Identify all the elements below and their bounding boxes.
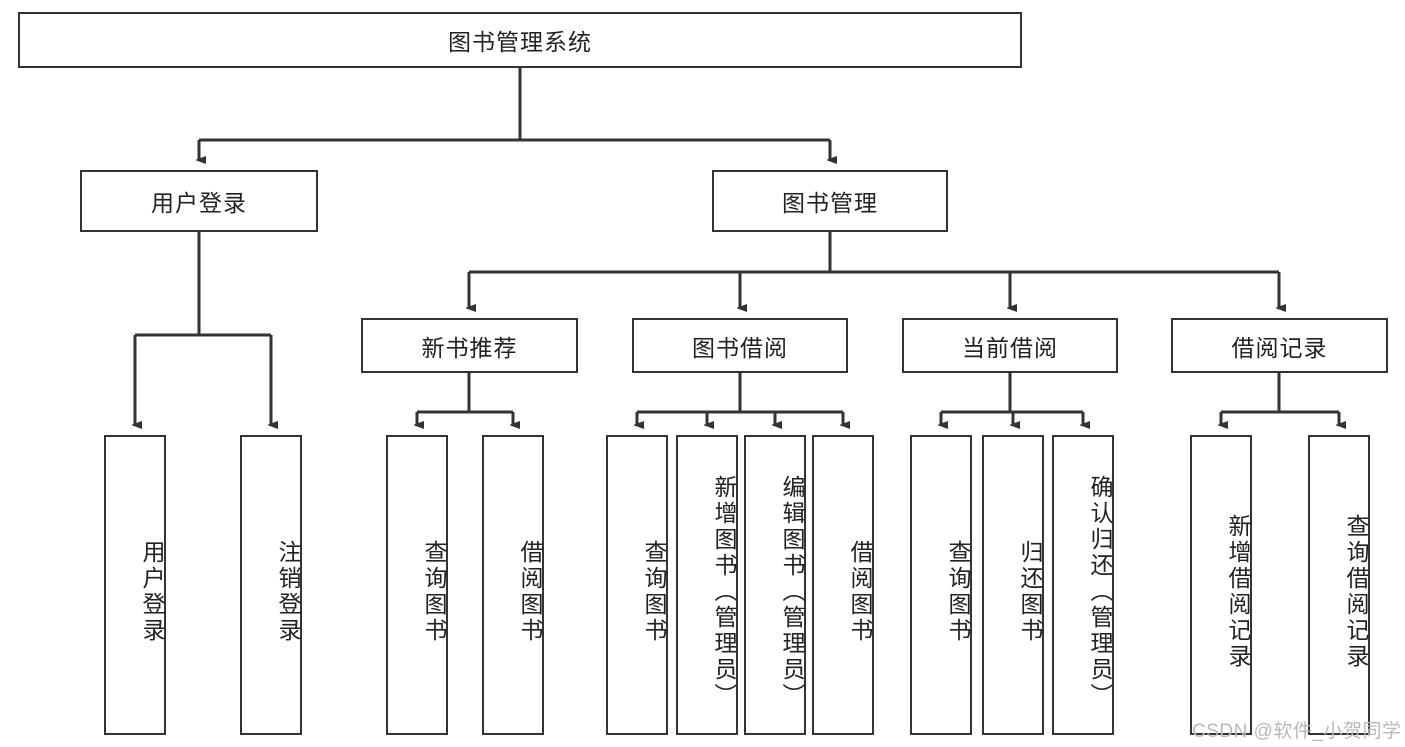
leaf-confirm-return-admin[interactable]: 确认归还（管理员） [1052, 435, 1114, 735]
node-new-book-recommend-label: 新书推荐 [421, 334, 518, 361]
leaf-query-borrow-record[interactable]: 查询借阅记录 [1308, 435, 1370, 735]
leaf-user-login[interactable]: 用户登录 [104, 435, 166, 735]
leaf-logout-label: 注销登录 [275, 540, 301, 644]
node-borrow-records-label: 借阅记录 [1231, 334, 1328, 361]
leaf-query-book-current[interactable]: 查询图书 [910, 435, 972, 735]
node-current-borrow[interactable]: 当前借阅 [902, 318, 1118, 373]
leaf-return-book-label: 归还图书 [1017, 540, 1043, 644]
leaf-query-book-borrow[interactable]: 查询图书 [606, 435, 668, 735]
leaf-query-book-newbook-label: 查询图书 [421, 540, 447, 644]
node-book-borrow-label: 图书借阅 [692, 334, 788, 361]
leaf-add-book-admin-label: 新增图书（管理员） [711, 475, 737, 709]
csdn-watermark: CSDN @软件_小贺同学 [1192, 721, 1402, 742]
node-current-borrow-label: 当前借阅 [962, 334, 1058, 361]
node-user-login[interactable]: 用户登录 [80, 170, 318, 232]
leaf-logout[interactable]: 注销登录 [240, 435, 302, 735]
node-borrow-records[interactable]: 借阅记录 [1171, 318, 1388, 373]
leaf-edit-book-admin-label: 编辑图书（管理员） [779, 475, 805, 709]
leaf-borrow-book[interactable]: 借阅图书 [812, 435, 874, 735]
leaf-query-borrow-record-label: 查询借阅记录 [1343, 514, 1369, 670]
node-new-book-recommend[interactable]: 新书推荐 [361, 318, 578, 373]
node-root-label: 图书管理系统 [448, 29, 592, 55]
leaf-query-book-current-label: 查询图书 [945, 540, 971, 644]
leaf-user-login-label: 用户登录 [139, 540, 165, 644]
leaf-query-book-newbook[interactable]: 查询图书 [386, 435, 448, 735]
leaf-add-book-admin[interactable]: 新增图书（管理员） [676, 435, 738, 735]
node-book-management-label: 图书管理 [782, 190, 878, 216]
leaf-edit-book-admin[interactable]: 编辑图书（管理员） [744, 435, 806, 735]
leaf-confirm-return-admin-label: 确认归还（管理员） [1087, 475, 1113, 709]
node-book-borrow[interactable]: 图书借阅 [632, 318, 848, 373]
leaf-add-borrow-record-label: 新增借阅记录 [1225, 514, 1251, 670]
leaf-borrow-book-newbook-label: 借阅图书 [517, 540, 543, 644]
leaf-query-book-borrow-label: 查询图书 [641, 540, 667, 644]
leaf-add-borrow-record[interactable]: 新增借阅记录 [1190, 435, 1252, 735]
node-book-management[interactable]: 图书管理 [712, 170, 948, 232]
node-user-login-label: 用户登录 [151, 190, 247, 216]
leaf-borrow-book-newbook[interactable]: 借阅图书 [482, 435, 544, 735]
leaf-borrow-book-label: 借阅图书 [847, 540, 873, 644]
node-root[interactable]: 图书管理系统 [18, 12, 1022, 68]
leaf-return-book[interactable]: 归还图书 [982, 435, 1044, 735]
